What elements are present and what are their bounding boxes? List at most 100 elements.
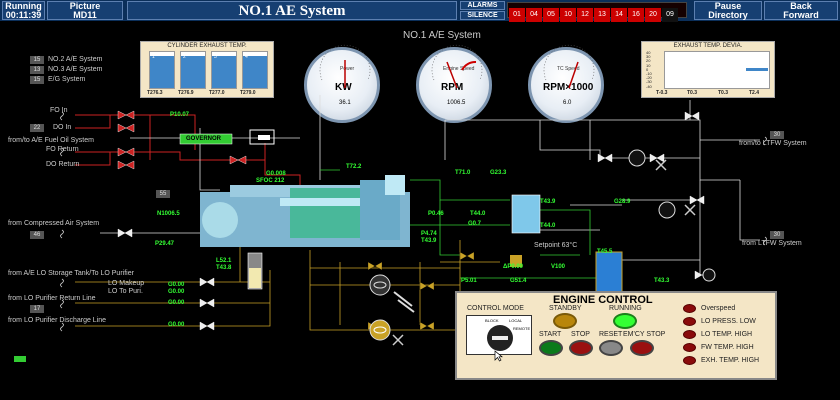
v100-value: V100 (551, 264, 566, 270)
cylinder-temp-value: T276.3 (147, 90, 163, 96)
ltfw-link-1[interactable]: from/to LTFW System (739, 140, 807, 147)
deviation-ytick: 10 (646, 62, 651, 68)
cylinder-bar-frame: 1 (149, 51, 175, 89)
engine-speed-gauge-name: Engine Speed (443, 66, 475, 72)
alarm-number-16[interactable]: 16 (628, 8, 644, 22)
deviation-ytick: -30 (646, 79, 652, 85)
p501-value: P5.01 (461, 278, 477, 284)
speed-value: N1006.5 (157, 211, 180, 217)
t44-value: T44.0 (470, 211, 486, 217)
stop-button[interactable] (569, 340, 593, 356)
t455-value: T45.5 (597, 249, 613, 255)
lo-return-idx: 17 (30, 305, 44, 313)
deviation-value: T0.3 (718, 90, 729, 96)
start-label: START (539, 331, 562, 338)
alarms-button[interactable]: ALARMS (460, 1, 505, 10)
running-label: RUNNING (609, 305, 642, 312)
cylinder-bar-label: 2 (183, 54, 186, 60)
p046-value: P0.46 (428, 211, 444, 217)
nav-link-no2-ae[interactable]: NO.2 A/E System (48, 56, 103, 63)
alarm-label: LO TEMP. HIGH (701, 331, 753, 338)
lo-makeup-flow: G0.00 (168, 282, 185, 288)
g07-value: G0.7 (468, 221, 482, 227)
emcy-stop-button[interactable] (630, 340, 654, 356)
cylinder-bar-frame: 3 (211, 51, 237, 89)
deviation-panel-title: EXHAUST TEMP. DEVIA. (673, 43, 743, 49)
alarm-number-14[interactable]: 14 (611, 8, 627, 22)
fo-return-label: FO Return (46, 146, 79, 153)
t44b-value: T44.0 (540, 223, 556, 229)
lo-return-link[interactable]: from LO Purifier Return Line (8, 295, 96, 302)
alarm-label: EXH. TEMP. HIGH (701, 357, 760, 364)
engine-control-panel: ENGINE CONTROL CONTROL MODE BLOCK LOCAL … (455, 291, 777, 380)
picture-label: Picture (69, 1, 101, 11)
power-gauge-unit: KW (335, 82, 352, 93)
fuel-rack-value: G0.008 (266, 171, 286, 177)
directory-label: Directory (708, 10, 748, 20)
alarm-number-12[interactable]: 12 (577, 8, 593, 22)
alarm-label: Overspeed (701, 305, 736, 312)
tc-speed-gauge-unit: RPM×1000 (543, 82, 594, 93)
control-mode-label: CONTROL MODE (467, 305, 524, 312)
exhaust-temp-value: T72.2 (346, 164, 362, 170)
alarm-number-13[interactable]: 13 (594, 8, 610, 22)
deviation-ytick: -10 (646, 71, 652, 76)
cylinder-panel-title: CYLINDER EXHAUST TEMP. (167, 43, 247, 49)
alarm-lamp (683, 304, 696, 313)
lo-storage-link[interactable]: from A/E LO Storage Tank/To LO Purifier (8, 270, 134, 277)
ltfw-link-2[interactable]: from LTFW System (742, 240, 802, 247)
t439-value: T43.9 (421, 238, 437, 244)
deviation-ytick: -20 (646, 75, 652, 81)
governor-button[interactable]: GOVERNOR (186, 136, 222, 142)
alarm-number-04[interactable]: 04 (526, 8, 542, 22)
nav-link-eg-system[interactable]: E/G System (48, 76, 86, 83)
t439b-value: T43.9 (540, 199, 556, 205)
cylinder-bar-label: 4 (245, 54, 248, 60)
alarm-number-20[interactable]: 20 (645, 8, 661, 22)
power-gauge-name: Power (340, 66, 355, 72)
fo-pressure-value: P10.07 (170, 112, 190, 118)
deviation-bar (746, 68, 768, 71)
engine-control-title: ENGINE CONTROL (553, 294, 653, 306)
picture-button[interactable]: Picture MD11 (47, 1, 123, 20)
lo-to-puri-flow: G0.00 (168, 289, 185, 295)
picture-id: MD11 (73, 10, 97, 20)
mode-local-label: LOCAL (509, 318, 523, 323)
nav-link-no3-ae[interactable]: NO.3 A/E System (48, 66, 103, 73)
alarm-number-09[interactable]: 09 (662, 8, 678, 22)
start-button[interactable] (539, 340, 563, 356)
standby-lamp (553, 313, 577, 329)
deviation-ytick: 0 (646, 66, 649, 72)
alarm-number-01[interactable]: 01 (509, 8, 525, 22)
pause-directory-button[interactable]: Pause Directory (694, 1, 762, 20)
cylinder-bar-fill (243, 55, 267, 88)
back-forward-button[interactable]: Back Forward (764, 1, 838, 20)
alarm-number-10[interactable]: 10 (560, 8, 576, 22)
compressed-air-link[interactable]: from Compressed Air System (8, 220, 100, 227)
air-pressure-value: P29.47 (155, 241, 175, 247)
forward-label: Forward (783, 10, 819, 20)
running-time-box: Running 00:11:39 (2, 1, 45, 20)
alarm-label: LO PRESS. LOW (701, 318, 756, 325)
cylinder-bar-label: 1 (152, 54, 155, 60)
cylinder-temp-value: T276.9 (178, 90, 194, 96)
alarm-number-05[interactable]: 05 (543, 8, 559, 22)
ltfw-idx-2: 30 (770, 231, 784, 239)
page-title: NO.1 AE System (127, 1, 457, 20)
dp-value: ΔP0.09 (503, 264, 523, 270)
setpoint-label: Setpoint 63°C (534, 242, 578, 249)
fuel-oil-system-link[interactable]: from/to A/E Fuel Oil System (8, 137, 94, 144)
power-gauge-value: 36.1 (339, 100, 351, 106)
control-mode-switch[interactable]: BLOCK LOCAL REMOTE (466, 315, 532, 355)
alarm-lamp (683, 356, 696, 365)
tc-speed-gauge: TC Speed RPM×1000 6.0 (528, 47, 604, 123)
nav-idx-3: 15 (30, 76, 44, 84)
lo-discharge-flow: G0.00 (168, 322, 185, 328)
g289-value: G28.9 (614, 199, 631, 205)
lo-discharge-link[interactable]: from LO Purifier Discharge Line (8, 317, 107, 324)
reset-button[interactable] (599, 340, 623, 356)
p474-value: P4.74 (421, 231, 437, 237)
sfoc-value: SFOC 212 (256, 178, 285, 184)
t71-value: T71.0 (455, 170, 471, 176)
silence-button[interactable]: SILENCE (460, 11, 505, 20)
